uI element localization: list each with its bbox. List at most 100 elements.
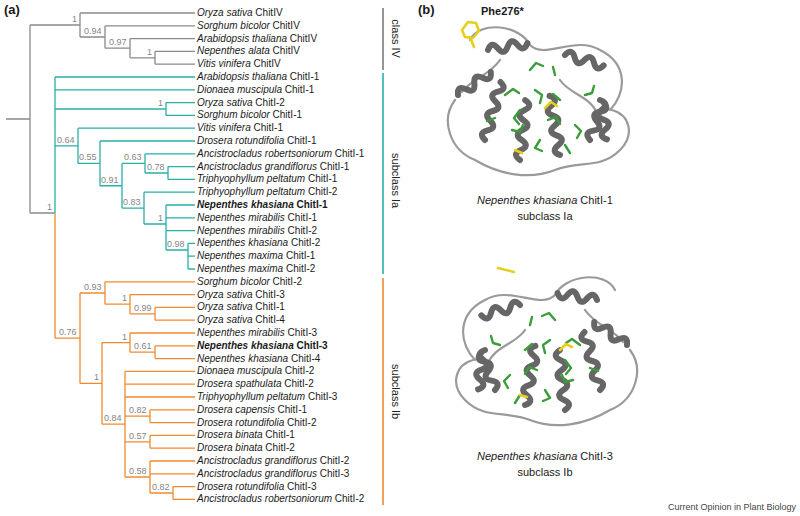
gene-name: ChitI-2 <box>253 97 285 108</box>
support-value: 0.91 <box>101 175 119 185</box>
leaf-label: Nepenthes mirabilis ChitI-3 <box>197 327 317 339</box>
species-name: Drosera rotundifolia <box>197 481 284 492</box>
clade-bracket <box>382 73 384 274</box>
species-name: Drosera capensis <box>197 404 275 415</box>
gene-name: ChitI-2 <box>282 378 314 389</box>
yellow-residues <box>498 268 572 397</box>
support-value: 1 <box>122 293 127 303</box>
leaf-label: Ancistrocladus grandiflorus ChitI-3 <box>197 468 349 480</box>
gene-name: ChitI-1 <box>332 148 364 159</box>
structure-class: subclass Ia <box>518 210 573 223</box>
gene-name: ChitI-1 <box>263 429 295 440</box>
species-name: Sorghum bicolor <box>197 109 270 120</box>
leaf-label: Nepenthes maxima ChitI-2 <box>197 263 315 275</box>
clade-label: class IV <box>388 19 401 58</box>
leaf-label: Oryza sativa ChitIV <box>197 7 283 19</box>
leaf-label: Nepenthes alata ChitIV <box>197 45 300 57</box>
support-value: 0.94 <box>84 26 102 36</box>
leaf-label: Oryza sativa ChitI-3 <box>197 289 285 301</box>
leaf-label: Ancistrocladus robertsoniorum ChitI-1 <box>197 148 364 160</box>
gene-name: ChitI-1 <box>577 194 612 206</box>
gene-name: ChitI-1 <box>283 250 315 261</box>
gene-name: ChitI-1 <box>285 212 317 223</box>
gene-name: ChitI-1 <box>251 122 283 133</box>
clade-label: subclass Ia <box>388 153 401 208</box>
support-value: 1 <box>94 372 99 382</box>
leaf-label: Vitis vinifera ChitI-1 <box>197 122 283 134</box>
leaf-label: Drosera rotundifolia ChitI-2 <box>197 417 317 429</box>
species-name: Nepenthes khasiana <box>197 340 294 351</box>
leaf-label: Drosera binata ChitI-2 <box>197 442 295 454</box>
leaf-label: Vitis vinifera ChitIV <box>197 58 281 70</box>
gene-name: ChitI-1 <box>287 71 319 82</box>
gene-name: ChitI-3 <box>285 327 317 338</box>
support-value: 0.93 <box>84 282 102 292</box>
support-value: 0.64 <box>57 135 75 145</box>
leaf-label: Nepenthes khasiana ChitI-1 <box>197 199 328 211</box>
leaf-label: Dionaea muscipula ChitI-1 <box>197 84 314 96</box>
species-name: Ancistrocladus grandiflorus <box>197 468 317 479</box>
gene-name: ChitI-1 <box>294 199 328 210</box>
leaf-label: Ancistrocladus grandiflorus ChitI-1 <box>197 161 349 173</box>
support-value: 0.98 <box>167 239 185 249</box>
gene-name: ChitI-2 <box>282 365 314 376</box>
species-name: Nepenthes mirabilis <box>197 327 285 338</box>
gene-name: ChitI-2 <box>263 442 295 453</box>
gene-name: ChitI-4 <box>288 353 320 364</box>
leaf-label: Ancistrocladus grandiflorus ChitI-2 <box>197 455 349 467</box>
leaf-label: Drosera capensis ChitI-1 <box>197 404 307 416</box>
species-name: Nepenthes khasiana <box>477 450 577 462</box>
leaf-label: Sorghum bicolor ChitI-1 <box>197 109 302 121</box>
species-name: Dionaea muscipula <box>197 365 282 376</box>
gene-name: ChitIV <box>251 58 281 69</box>
species-name: Oryza sativa <box>197 97 253 108</box>
leaf-label: Arabidopsis thaliana ChitIV <box>197 33 317 45</box>
leaf-label: Nepenthes khasiana ChitI-2 <box>197 237 320 249</box>
leaf-label: Nepenthes maxima ChitI-1 <box>197 250 315 262</box>
phe-residue <box>462 22 557 153</box>
species-name: Oryza sativa <box>197 314 253 325</box>
species-name: Vitis vinifera <box>197 122 251 133</box>
gene-name: ChitI-3 <box>294 340 328 351</box>
species-name: Nepenthes khasiana <box>197 353 288 364</box>
gene-name: ChitI-2 <box>332 493 364 504</box>
support-value: 1 <box>122 332 127 342</box>
support-value: 0.57 <box>129 431 147 441</box>
support-value: 1 <box>72 14 77 24</box>
species-name: Triphyophyllum peltatum <box>197 173 305 184</box>
support-value: 0.61 <box>134 341 152 351</box>
species-name: Drosera binata <box>197 442 263 453</box>
support-value: 0.55 <box>79 152 97 162</box>
leaf-label: Arabidopsis thaliana ChitI-1 <box>197 71 319 83</box>
gene-name: ChitI-3 <box>317 468 349 479</box>
species-name: Nepenthes khasiana <box>477 194 577 206</box>
gene-name: ChitI-1 <box>253 301 285 312</box>
leaf-label: Nepenthes mirabilis ChitI-1 <box>197 212 317 224</box>
leaf-label: Drosera binata ChitI-1 <box>197 429 295 441</box>
clade-bracket <box>382 8 384 70</box>
gene-name: ChitI-2 <box>270 276 302 287</box>
protein-structure <box>456 277 637 425</box>
leaf-label: Dionaea muscipula ChitI-2 <box>197 365 314 377</box>
panel-letter: (b) <box>418 2 435 18</box>
clade-bracket <box>382 278 384 505</box>
leaf-label: Drosera rotundifolia ChitI-3 <box>197 481 317 493</box>
species-name: Nepenthes khasiana <box>197 199 294 210</box>
support-value: 1 <box>158 213 163 223</box>
support-value: 0.63 <box>124 152 142 162</box>
journal-credit: Current Opinion in Plant Biology <box>668 502 796 513</box>
species-name: Drosera rotundifolia <box>197 135 284 146</box>
leaf-label: Sorghum bicolor ChitIV <box>197 20 300 32</box>
species-name: Ancistrocladus grandiflorus <box>197 161 317 172</box>
gene-name: ChitI-3 <box>253 289 285 300</box>
leaf-label: Triphyophyllum peltatum ChitI-3 <box>197 391 337 403</box>
species-name: Triphyophyllum peltatum <box>197 391 305 402</box>
species-name: Nepenthes mirabilis <box>197 225 285 236</box>
species-name: Drosera spathulata <box>197 378 282 389</box>
gene-name: ChitI-3 <box>577 450 612 462</box>
panel-letter: (a) <box>4 2 20 18</box>
species-name: Oryza sativa <box>197 301 253 312</box>
leaf-label: Triphyophyllum peltatum ChitI-2 <box>197 186 337 198</box>
leaf-label: Drosera rotundifolia ChitI-1 <box>197 135 317 147</box>
